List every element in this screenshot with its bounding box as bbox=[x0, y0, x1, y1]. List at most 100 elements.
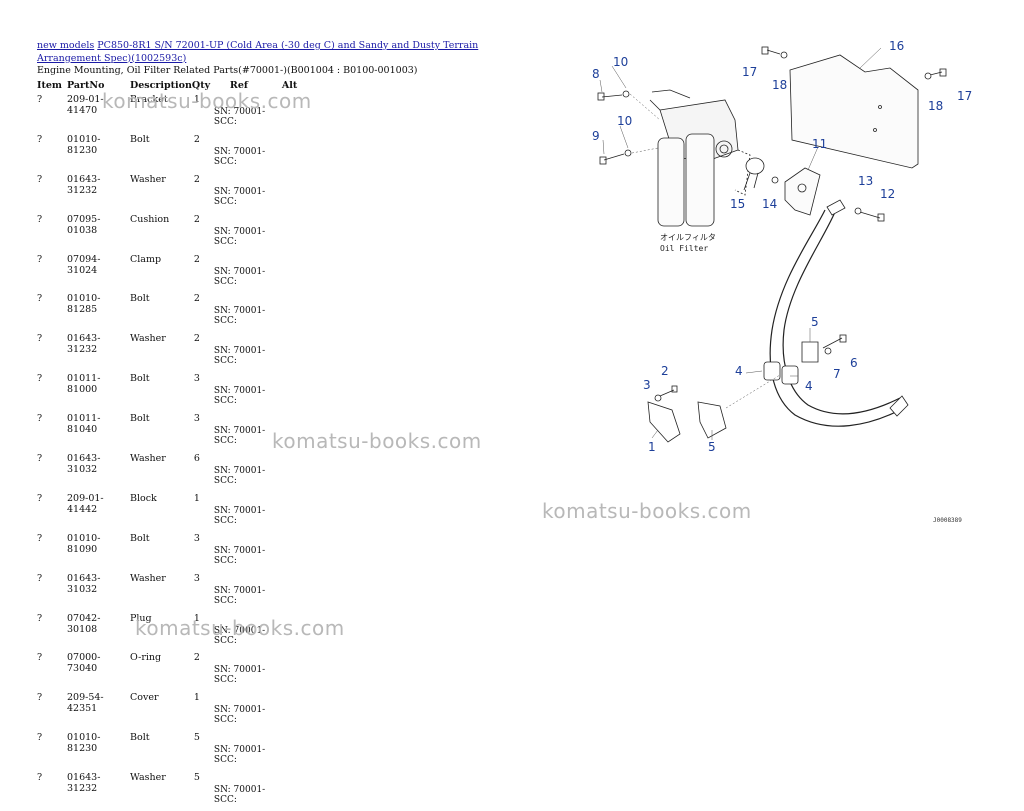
cell-partno: 07094-31024 bbox=[67, 253, 101, 276]
cell-alt bbox=[282, 372, 312, 412]
cell-ref: SN: 70001- SCC: bbox=[213, 785, 266, 806]
cell-alt bbox=[282, 492, 312, 532]
cell-alt bbox=[282, 651, 312, 691]
cell-alt bbox=[282, 771, 312, 811]
cell-partno: 209-54-42351 bbox=[67, 692, 104, 715]
cell-item: ? bbox=[37, 213, 43, 225]
column-header-item: Item bbox=[37, 80, 62, 91]
watermark: komatsu-books.com bbox=[135, 616, 345, 640]
cell-item: ? bbox=[37, 652, 43, 664]
cell-ref: SN: 70001- SCC: bbox=[213, 226, 266, 247]
cell-description: Bolt bbox=[130, 413, 150, 425]
cell-item: ? bbox=[37, 532, 43, 544]
block-11 bbox=[784, 167, 821, 216]
cell-description: Block bbox=[130, 492, 157, 504]
cell-ref: SN: 70001- SCC: bbox=[213, 745, 266, 766]
shield-plate-16 bbox=[789, 54, 919, 169]
cell-alt bbox=[282, 731, 312, 771]
cell-partno: 01010-81230 bbox=[67, 133, 101, 156]
cell-item: ? bbox=[37, 373, 43, 385]
cell-ref: SN: 70001- SCC: bbox=[213, 426, 266, 447]
oil-filter-illustration bbox=[649, 89, 751, 227]
cell-qty: 1 bbox=[193, 492, 200, 504]
page-header: new models PC850-8R1 S/N 72001-UP (Cold … bbox=[37, 40, 507, 78]
breadcrumb-link-model-cont[interactable]: Arrangement Spec)(1002593c) bbox=[37, 52, 187, 64]
callout-number: 5 bbox=[708, 440, 716, 454]
cell-description: Bolt bbox=[130, 732, 150, 744]
cell-ref: SN: 70001- SCC: bbox=[213, 186, 266, 207]
cell-ref: SN: 70001- SCC: bbox=[213, 386, 266, 407]
callout-number: 7 bbox=[833, 367, 841, 381]
cell-alt bbox=[282, 173, 312, 213]
callout-number: 10 bbox=[617, 114, 632, 128]
cell-alt bbox=[282, 691, 312, 731]
cell-item: ? bbox=[37, 492, 43, 504]
cell-qty: 3 bbox=[193, 572, 200, 584]
cell-description: Cushion bbox=[130, 213, 170, 225]
cell-qty: 2 bbox=[193, 133, 200, 145]
cell-alt bbox=[282, 452, 312, 492]
cell-partno: 07000-73040 bbox=[67, 652, 101, 675]
cell-alt bbox=[282, 253, 312, 293]
cell-ref: SN: 70001- SCC: bbox=[213, 625, 266, 646]
callout-number: 4 bbox=[735, 364, 743, 378]
callout-number: 18 bbox=[772, 78, 787, 92]
cell-partno: 209-01-41470 bbox=[67, 94, 104, 116]
cell-item: ? bbox=[37, 253, 43, 265]
cell-description: Washer bbox=[130, 173, 166, 185]
cell-partno: 01643-31232 bbox=[67, 772, 101, 795]
cell-partno: 01010-81090 bbox=[67, 532, 101, 555]
cell-partno: 01643-31032 bbox=[67, 572, 101, 595]
cell-description: O-ring bbox=[130, 652, 162, 664]
cell-ref: SN: 70001- SCC: bbox=[213, 266, 266, 287]
washers bbox=[622, 51, 932, 402]
callout-number: 8 bbox=[592, 67, 600, 81]
callout-number: 15 bbox=[730, 197, 745, 211]
column-header-qty: Qty bbox=[191, 80, 211, 91]
callout-number: 18 bbox=[928, 99, 943, 113]
cell-description: Bolt bbox=[130, 532, 150, 544]
callout-number: 4 bbox=[805, 379, 813, 393]
cell-qty: 3 bbox=[193, 532, 200, 544]
callout-number: 13 bbox=[858, 174, 873, 188]
cell-qty: 1 bbox=[193, 612, 200, 624]
column-header-partno: PartNo bbox=[67, 80, 105, 91]
watermark: komatsu-books.com bbox=[542, 499, 752, 523]
cell-item: ? bbox=[37, 612, 43, 624]
cell-description: Clamp bbox=[130, 253, 162, 265]
cell-ref: SN: 70001- SCC: bbox=[213, 665, 266, 686]
cell-qty: 1 bbox=[193, 692, 200, 704]
callout-number: 10 bbox=[613, 55, 628, 69]
cell-ref: SN: 70001- SCC: bbox=[213, 585, 266, 606]
cell-qty: 2 bbox=[193, 652, 200, 664]
column-header-description: Description bbox=[130, 80, 192, 91]
callout-number: 12 bbox=[880, 187, 895, 201]
table-header-row: Item PartNo Description Qty Ref Alt bbox=[37, 80, 312, 93]
cell-item: ? bbox=[37, 333, 43, 345]
cell-qty: 2 bbox=[193, 213, 200, 225]
cell-partno: 01643-31232 bbox=[67, 173, 101, 196]
cell-item: ? bbox=[37, 453, 43, 465]
cell-item: ? bbox=[37, 772, 43, 784]
cell-ref: SN: 70001- SCC: bbox=[213, 466, 266, 487]
oil-filter-label-en: Oil Filter bbox=[660, 244, 708, 253]
cell-qty: 5 bbox=[193, 772, 200, 784]
cell-alt bbox=[282, 572, 312, 612]
breadcrumb-link-new-models[interactable]: new models bbox=[37, 40, 95, 51]
watermark: komatsu-books.com bbox=[272, 429, 482, 453]
breadcrumb-link-model[interactable]: PC850-8R1 S/N 72001-UP (Cold Area (-30 d… bbox=[97, 40, 479, 51]
cell-alt bbox=[282, 532, 312, 572]
page-subtitle: Engine Mounting, Oil Filter Related Part… bbox=[37, 65, 418, 76]
